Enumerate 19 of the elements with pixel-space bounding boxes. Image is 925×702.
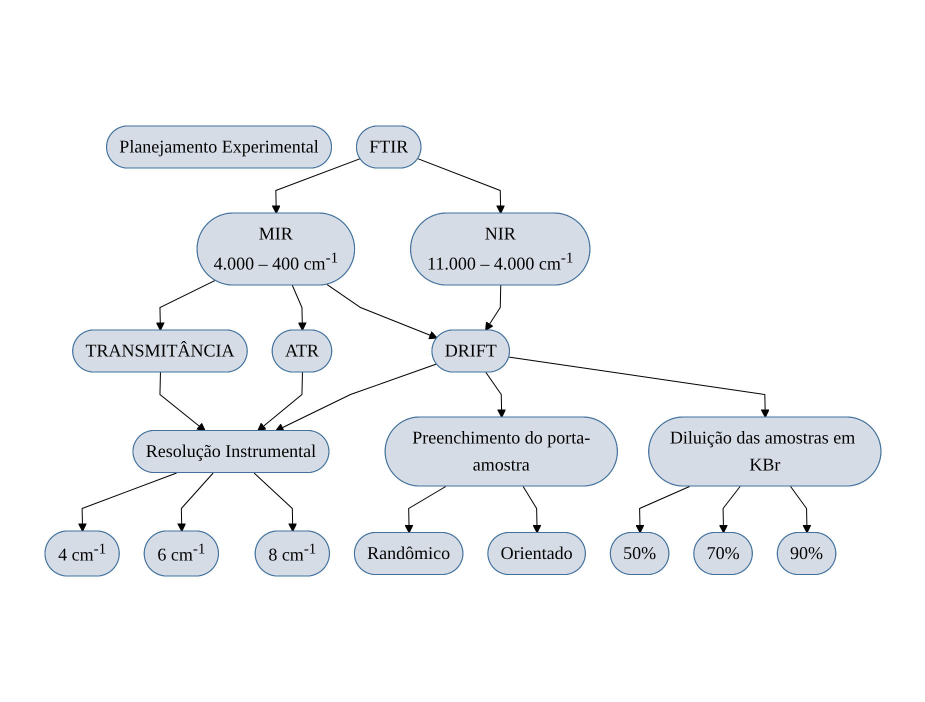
arrow [484,285,501,331]
arrow [508,356,770,418]
arrow [484,372,506,418]
arrow [291,285,306,331]
arrow [176,472,214,532]
arrow [256,372,302,432]
arrow [790,486,811,534]
arrow [78,472,177,532]
arrow [635,486,690,534]
arrow [155,280,216,331]
arrow [404,486,446,534]
arrow [522,486,541,534]
arrow [274,364,437,432]
arrow [417,158,504,214]
arrow [158,372,206,432]
arrow [253,472,297,532]
arrow [718,486,740,534]
arrow [271,158,360,214]
arrow [326,284,438,340]
